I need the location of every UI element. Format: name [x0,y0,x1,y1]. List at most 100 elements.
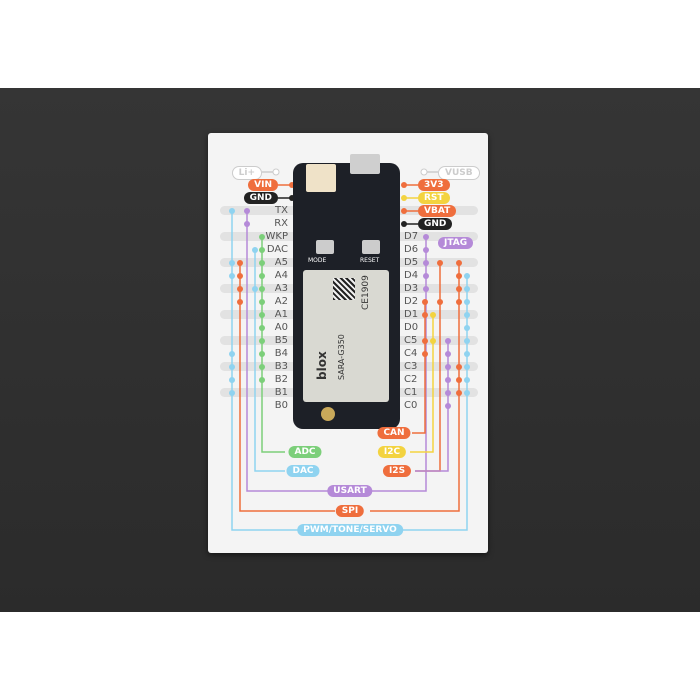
pin-label-right: C0 [404,400,418,411]
pin-dot [259,351,265,357]
pin-dot [259,234,265,240]
pin-label-right: D4 [404,270,419,281]
pin-dot [456,286,462,292]
pin-dot [456,260,462,266]
pin-dot [456,273,462,279]
power-tag-right: GND [418,218,453,230]
pin-label-left: A0 [274,322,288,333]
pin-label-left: B3 [274,361,288,372]
pin-label-left: A4 [274,270,288,281]
signal-line [412,302,426,434]
pin-dot [259,273,265,279]
pin-label-left: B0 [274,400,288,411]
can-tag: CAN [377,427,411,439]
pin-dot [445,403,451,409]
pin-dot [430,312,436,318]
mode-button[interactable] [316,240,334,254]
pin-dot [464,299,470,305]
i2c-tag: I2C [377,446,407,458]
qr-code [333,278,355,300]
pin-dot [423,247,429,253]
pin-dot [464,364,470,370]
pin-label-right: C4 [404,348,418,359]
pin-label-right: D5 [404,257,419,268]
pin-label-left: B1 [274,387,288,398]
pin-dot [252,286,258,292]
pin-dot [252,247,258,253]
power-tag-right: RST [418,192,450,204]
pin-dot [259,247,265,253]
signal-line [410,315,434,453]
pwm-tag: PWM/TONE/SERVO [297,524,403,536]
power-tag-left: VIN [248,179,278,191]
pin-label-left: B5 [274,335,288,346]
reset-button[interactable] [362,240,380,254]
pin-label-left: B2 [274,374,288,385]
signal-line [415,341,449,472]
signal-line [261,237,285,453]
pin-dot [237,299,243,305]
cellular-module: CE1909 blox SARA-G350 [303,270,389,402]
antenna-connector [321,407,335,421]
pin-dot [237,260,243,266]
pin-dot [229,208,235,214]
pin-dot [229,273,235,279]
pin-dot [464,338,470,344]
pin-dot [422,299,428,305]
pin-label-left: A1 [274,309,288,320]
i2s-tag: I2S [382,465,412,477]
pin-dot [229,390,235,396]
power-tag-left: GND [243,192,278,204]
ce-mark: CE1909 [361,275,371,310]
pin-dot [259,364,265,370]
pin-label-left: WKP [265,231,288,242]
pin-label-right: D2 [404,296,419,307]
pin-dot [244,221,250,227]
pin-dot [437,299,443,305]
battery-connector [306,164,336,192]
power-tag-right: VUSB [438,166,480,180]
pin-dot [229,364,235,370]
pin-dot [456,299,462,305]
pin-dot [259,260,265,266]
jtag-tag: JTAG [438,237,474,249]
pin-dot [237,273,243,279]
pin-dot [423,286,429,292]
signal-line [370,237,427,492]
pin-dot [423,260,429,266]
pin-dot [456,364,462,370]
pin-dot [456,390,462,396]
pin-dot [445,351,451,357]
pin-label-left: B4 [274,348,288,359]
dac-tag: DAC [286,465,320,477]
power-tag-right: 3V3 [418,179,450,191]
adc-tag: ADC [288,446,322,458]
pin-label-left: TX [275,205,288,216]
pin-dot [259,338,265,344]
signal-line [239,263,335,512]
pin-dot [244,208,250,214]
power-tag-right: VBAT [418,205,457,217]
pin-label-left: A5 [274,257,288,268]
signal-line [254,250,285,472]
pin-dot [422,338,428,344]
pin-dot [445,338,451,344]
pin-label-right: D1 [404,309,419,320]
pin-label-right: D6 [404,244,419,255]
spi-tag: SPI [335,505,365,517]
pin-dot [259,299,265,305]
usb-port [350,154,380,174]
pin-label-left: DAC [266,244,288,255]
pin-label-left: A2 [274,296,288,307]
pin-label-right: D0 [404,322,419,333]
pin-dot [464,273,470,279]
mode-label: MODE [308,257,327,264]
signal-line [246,211,330,492]
usart-tag: USART [327,485,373,497]
pin-dot [423,234,429,240]
pin-dot [422,351,428,357]
pin-dot [464,325,470,331]
pin-dot [445,364,451,370]
model-text: SARA-G350 [337,334,346,380]
pin-dot [464,351,470,357]
